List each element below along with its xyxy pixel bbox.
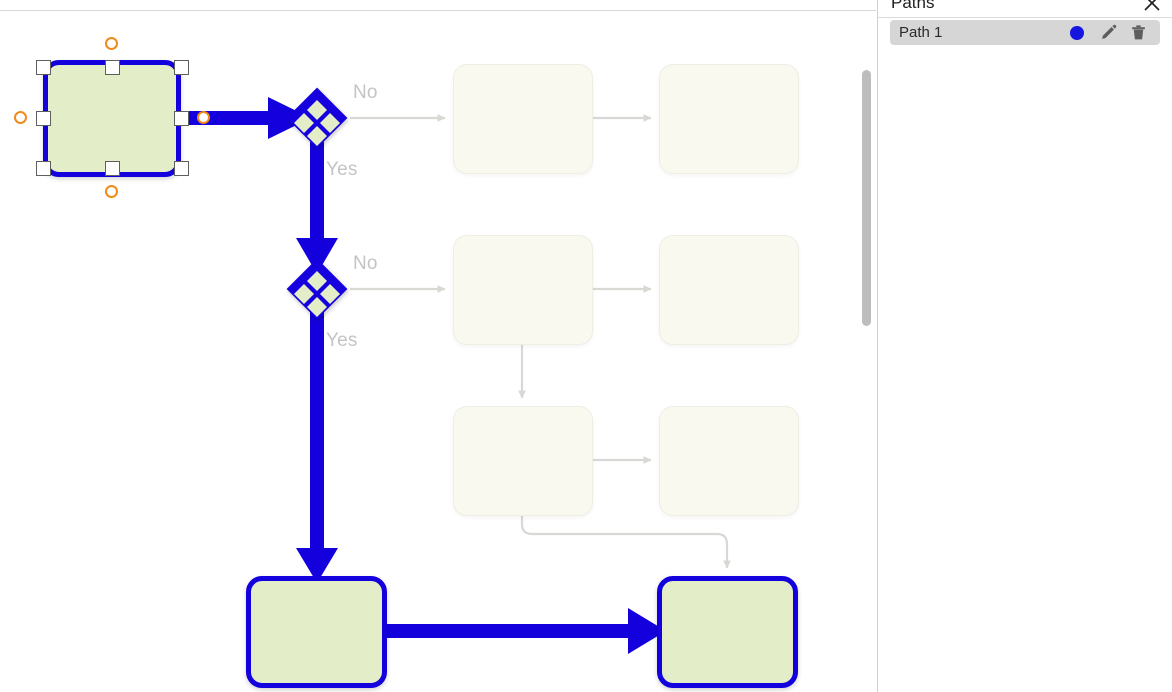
diagram-canvas[interactable]: No Yes No Yes: [0, 0, 876, 692]
connection-port-top[interactable]: [105, 37, 118, 50]
panel-divider: [878, 17, 1172, 18]
decision-1-quad-bottom: [307, 126, 327, 146]
resize-handle-e[interactable]: [174, 111, 189, 126]
blue-arrowhead-end-right: [628, 608, 666, 654]
blue-arrowhead-end-left: [296, 548, 338, 583]
ghost-node-r1c2[interactable]: [659, 64, 799, 174]
pencil-icon[interactable]: [1100, 24, 1117, 41]
paths-panel-header: Paths: [878, 0, 1172, 23]
blue-arrowhead-d2: [296, 238, 338, 274]
connection-port-right[interactable]: [197, 111, 210, 124]
resize-handle-sw[interactable]: [36, 161, 51, 176]
highlighted-path[interactable]: [184, 97, 666, 654]
ghost-edge-r3c1-end: [520, 516, 731, 569]
ghost-node-r2c2[interactable]: [659, 235, 799, 345]
connection-port-bottom[interactable]: [105, 185, 118, 198]
flowchart-graphics: [184, 87, 731, 654]
start-node[interactable]: [43, 60, 181, 177]
page-title: Paths: [891, 0, 935, 12]
decision-2-quad-top: [307, 271, 327, 291]
edge-label-no-1: No: [353, 82, 378, 103]
resize-handle-w[interactable]: [36, 111, 51, 126]
edge-label-no-2: No: [353, 253, 378, 274]
edge-label-yes-1: Yes: [326, 159, 358, 180]
list-item[interactable]: Path 1: [890, 20, 1160, 45]
canvas-top-divider: [0, 10, 876, 11]
end-node-right[interactable]: [657, 576, 798, 688]
resize-handle-se[interactable]: [174, 161, 189, 176]
decision-2-quad-right: [320, 284, 340, 304]
decision-1-quad-top: [307, 100, 327, 120]
ghost-node-r3c1[interactable]: [453, 406, 593, 516]
decision-2-quad-bottom: [307, 297, 327, 317]
paths-panel: Paths Path 1: [877, 0, 1172, 692]
decision-1-quad-left: [294, 113, 314, 133]
decision-node-2[interactable]: [286, 258, 348, 320]
path-color-swatch-icon[interactable]: [1070, 25, 1084, 40]
edge-label-yes-2: Yes: [326, 330, 358, 351]
decision-node-1[interactable]: [286, 87, 348, 149]
decision-1-quad-right: [320, 113, 340, 133]
ghost-node-r3c2[interactable]: [659, 406, 799, 516]
path-row-label: Path 1: [899, 24, 943, 41]
ghost-node-r2c1[interactable]: [453, 235, 593, 345]
connection-port-left[interactable]: [14, 111, 27, 124]
resize-handle-n[interactable]: [105, 60, 120, 75]
resize-handle-nw[interactable]: [36, 60, 51, 75]
ghost-node-r1c1[interactable]: [453, 64, 593, 174]
close-icon[interactable]: [1141, 0, 1163, 14]
resize-handle-s[interactable]: [105, 161, 120, 176]
ghost-edges: [350, 114, 731, 569]
decision-2-quad-left: [294, 284, 314, 304]
trash-icon[interactable]: [1130, 24, 1147, 41]
end-node-left[interactable]: [246, 576, 387, 688]
canvas-scrollbar-thumb[interactable]: [862, 70, 871, 326]
resize-handle-ne[interactable]: [174, 60, 189, 75]
